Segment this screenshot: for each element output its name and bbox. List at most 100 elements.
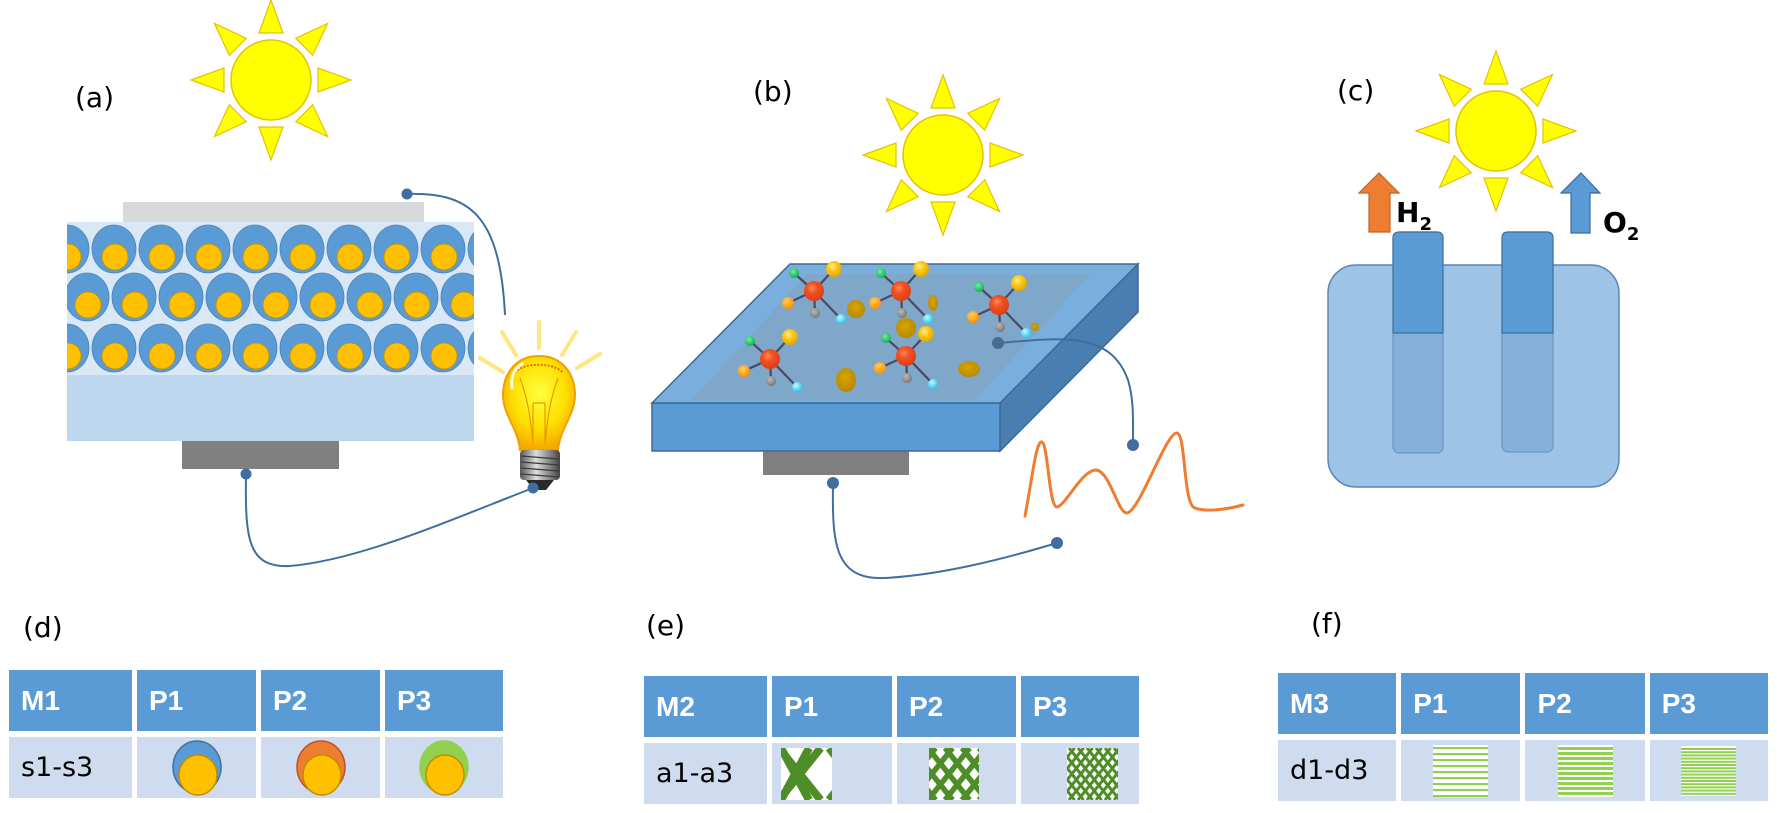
particle-core <box>195 243 223 271</box>
sun-icon <box>861 73 1025 237</box>
panel-c: (c) H2 O2 <box>1327 49 1639 488</box>
medium-lattice-icon <box>897 743 1016 804</box>
panel-a-label: (a) <box>75 81 114 114</box>
atom <box>869 297 881 309</box>
header-cell: P2 <box>261 670 380 731</box>
row-label: s1-s3 <box>9 737 132 798</box>
wire-top <box>406 192 506 316</box>
panel-c-label: (c) <box>1337 74 1374 107</box>
wire-terminal-dot <box>992 337 1004 349</box>
panel-b: (b) <box>650 73 1245 580</box>
molecule <box>738 329 802 392</box>
sun-ray <box>213 22 248 57</box>
dense-stripes-icon <box>1649 740 1768 801</box>
particle-core <box>336 243 364 271</box>
particle-shell <box>467 330 474 366</box>
panel-e-label: (e) <box>646 609 685 642</box>
sun-ray <box>317 67 353 93</box>
sun-ray <box>1438 73 1473 108</box>
atom <box>913 261 929 277</box>
panel-a: (a) <box>18 0 602 568</box>
medium-stripes-icon <box>1525 740 1645 801</box>
fine-lattice-icon <box>1021 743 1139 804</box>
table-row: s1-s3 <box>9 737 503 798</box>
sun-disc <box>1455 90 1537 172</box>
header-cell: P3 <box>1021 676 1139 737</box>
atom <box>876 268 886 278</box>
molecule <box>782 261 846 324</box>
substrate-layer <box>67 375 474 441</box>
atom <box>918 326 934 342</box>
molecule <box>967 275 1031 338</box>
sun-ray <box>258 126 284 162</box>
atom <box>1021 328 1031 338</box>
coarse-lattice-icon <box>772 743 892 804</box>
particle-shell <box>467 231 474 267</box>
sun-icon <box>1414 49 1578 213</box>
sun-ray <box>1483 177 1509 213</box>
green-shell-particle-icon <box>385 737 503 798</box>
particle-core <box>242 342 270 370</box>
header-cell: P1 <box>137 670 256 731</box>
sun-ray <box>885 97 920 132</box>
header-cell: P2 <box>897 676 1016 737</box>
sun-ray <box>989 142 1025 168</box>
nanoparticle <box>836 368 856 392</box>
wire-terminal-dot <box>401 188 413 200</box>
electrolyte-container <box>1327 264 1620 488</box>
table-header-row: M2 P1 P2 P3 <box>644 676 1139 737</box>
central-atom <box>891 281 911 301</box>
wire-bottom <box>244 473 534 568</box>
particle-core <box>148 342 176 370</box>
header-cell: P3 <box>1649 673 1768 734</box>
table-f: M3 P1 P2 P3 d1-d3 <box>1273 667 1773 807</box>
header-cell: P3 <box>385 670 503 731</box>
nanoparticle <box>958 361 980 377</box>
panel-f-label: (f) <box>1311 607 1343 640</box>
atom <box>928 379 938 389</box>
atom <box>745 336 755 346</box>
nanoparticle <box>896 318 916 338</box>
central-atom <box>760 349 780 369</box>
central-atom <box>804 281 824 301</box>
o2-arrow-icon <box>1559 172 1602 234</box>
particle-core <box>289 243 317 271</box>
molecule <box>874 326 938 389</box>
particle-core <box>336 342 364 370</box>
bottom-electrode <box>763 449 909 475</box>
nanoparticle <box>928 295 938 311</box>
particle-core <box>356 291 384 319</box>
particle-core <box>289 342 317 370</box>
sun-disc <box>902 114 984 196</box>
particle-core <box>403 291 431 319</box>
sun-ray <box>1519 73 1554 108</box>
wire-electrode <box>831 482 1058 580</box>
top-electrode <box>123 202 424 222</box>
particle-core <box>67 342 82 370</box>
atom <box>766 376 776 386</box>
orange-shell-particle-icon <box>261 737 380 798</box>
particle-core <box>450 291 474 319</box>
table-d: M1 P1 P2 P3 s1-s3 <box>4 664 508 804</box>
nanoparticle <box>1031 323 1039 331</box>
sun-ray <box>861 142 897 168</box>
table-header-row: M3 P1 P2 P3 <box>1278 673 1768 734</box>
atom <box>810 308 820 318</box>
table-header-row: M1 P1 P2 P3 <box>9 670 503 731</box>
header-cell: P2 <box>1525 673 1645 734</box>
sun-ray <box>258 0 284 34</box>
sun-ray <box>966 178 1001 213</box>
sun-ray <box>213 103 248 138</box>
atom <box>789 268 799 278</box>
particle-core <box>28 292 54 318</box>
panel-b-label: (b) <box>753 75 793 108</box>
wire-terminal-dot <box>1051 537 1063 549</box>
particle-shell <box>18 273 62 321</box>
atom <box>902 373 912 383</box>
wire-terminal-dot <box>1127 439 1139 451</box>
sun-ray <box>1414 118 1450 144</box>
central-atom <box>989 295 1009 315</box>
particle-core <box>74 291 102 319</box>
atom <box>1011 275 1027 291</box>
sun-ray <box>1483 49 1509 85</box>
